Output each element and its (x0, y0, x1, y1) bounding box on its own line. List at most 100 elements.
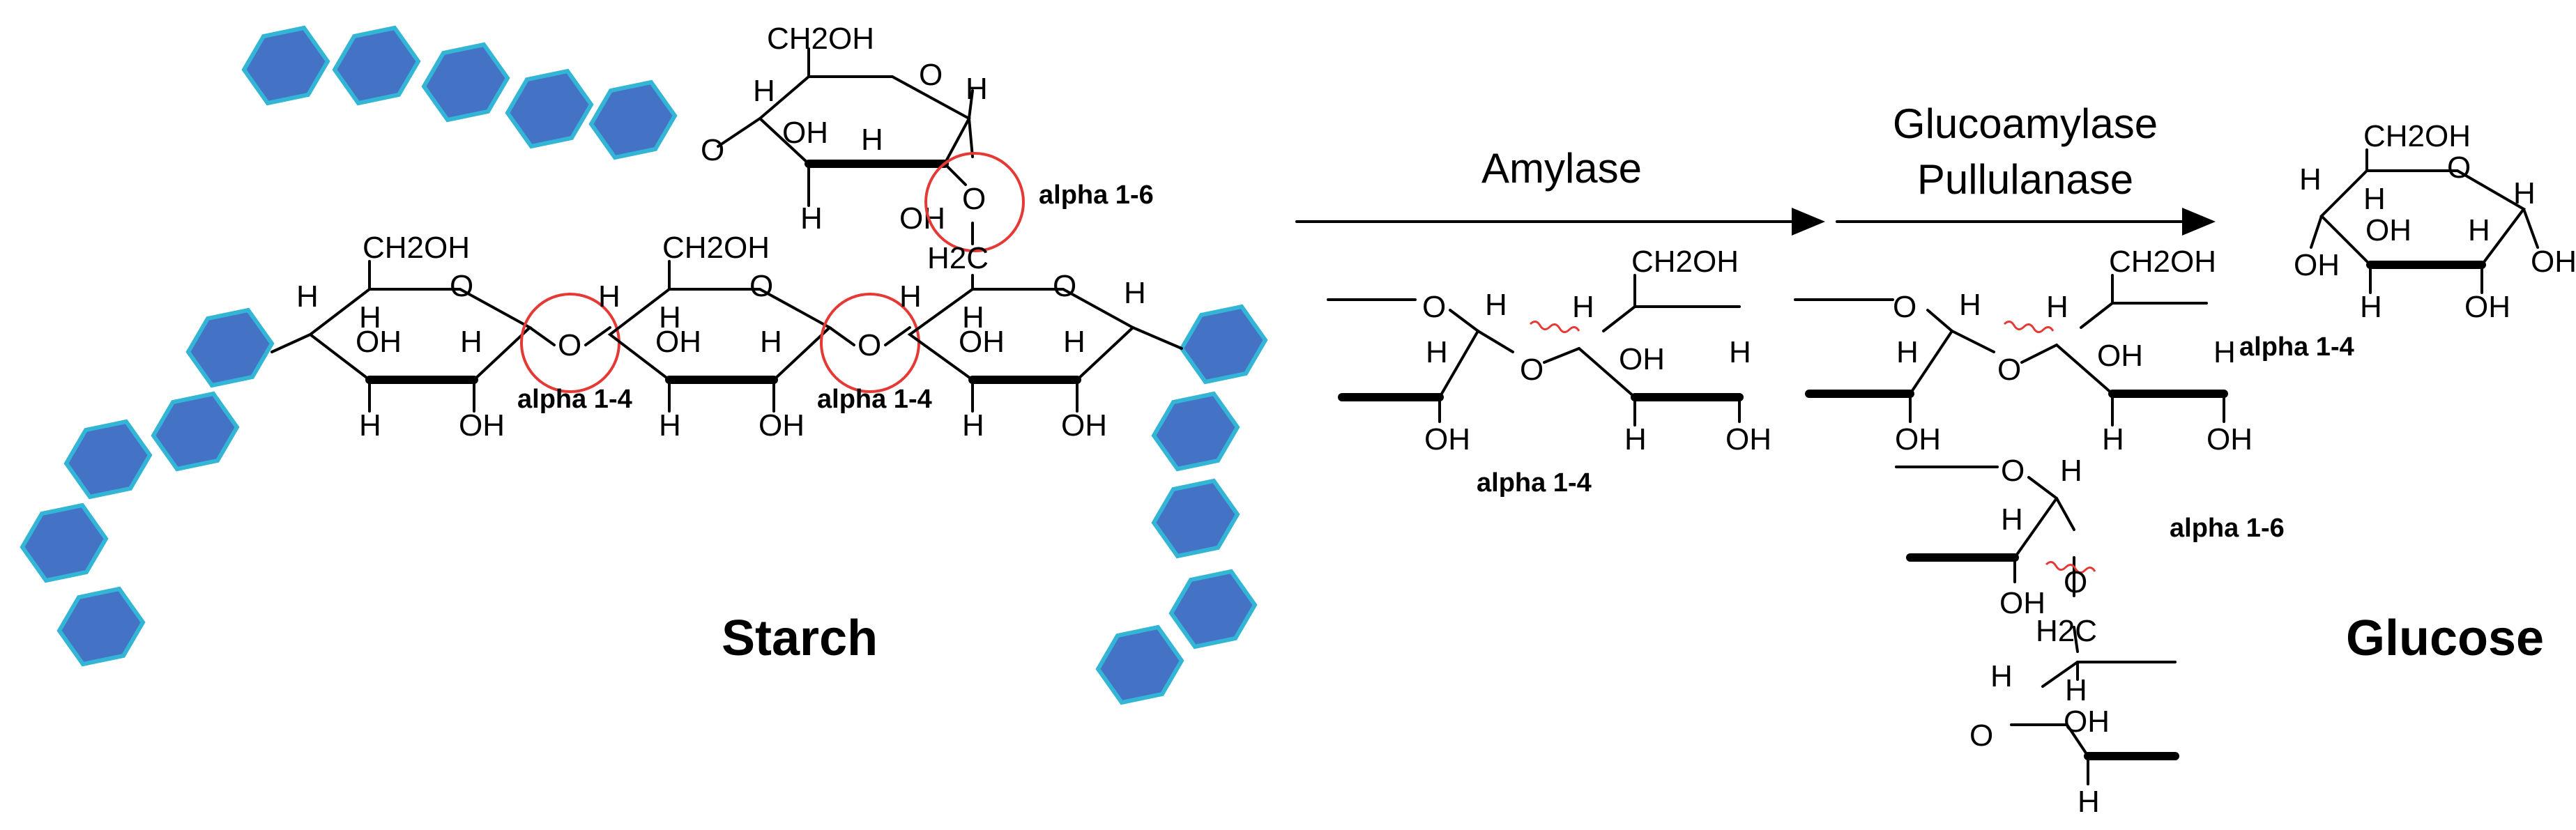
alpha-1-4-highlight-ring-2 (820, 293, 920, 393)
enzyme-label-pullulanase: Pullulanase (1917, 156, 2133, 203)
atom-h: H (2102, 422, 2124, 456)
atom-h: H (1572, 290, 1594, 324)
atom-o: O (919, 58, 943, 92)
atom-oh: OH (459, 408, 505, 443)
bond-label-alpha-1-4-second: alpha 1-4 (817, 385, 932, 414)
glucose-unit-hexagon (505, 68, 594, 149)
atom-h: H (861, 123, 883, 157)
atom-oh: OH (1725, 422, 1771, 456)
atom-h: H (966, 72, 988, 106)
atom-h: H (1485, 288, 1507, 322)
atom-o: O (2064, 565, 2087, 599)
atom-oh: OH (2064, 705, 2110, 739)
atom-oh: OH (1061, 408, 1107, 443)
glucose-unit-hexagon (332, 25, 421, 106)
atom-h: H (800, 201, 823, 236)
atom-h: H (962, 300, 984, 335)
atom-o: O (962, 182, 986, 216)
atom-h: H (1959, 288, 1981, 322)
atom-oh: OH (655, 325, 701, 359)
atom-h: H (1063, 325, 1085, 359)
glucose-unit-hexagon (1095, 624, 1184, 705)
enzyme-label-amylase: Amylase (1481, 145, 1642, 192)
atom-o: O (2447, 151, 2471, 185)
atom-h: H (460, 325, 482, 359)
atom-ch2oh: CH2OH (363, 231, 470, 265)
atom-o: O (1422, 290, 1446, 324)
atom-h: H (1426, 335, 1448, 369)
atom-o: O (1893, 290, 1916, 324)
glucose-unit-hexagon (63, 419, 153, 500)
starch-left-chain (20, 307, 275, 667)
atom-h: H (753, 74, 775, 108)
glucose-unit-hexagon (56, 586, 146, 667)
glucose-unit-hexagon (185, 307, 275, 388)
atom-ch2oh: CH2OH (1631, 245, 1739, 279)
atom-oh: OH (2531, 245, 2576, 279)
atom-o: O (858, 328, 881, 362)
atom-h: H (2213, 335, 2236, 369)
atom-h: H (2065, 673, 2087, 707)
starch-main-ring-1 (270, 260, 533, 413)
atom-h: H (1729, 335, 1751, 369)
bond-label-alpha-1-4-first: alpha 1-4 (517, 385, 632, 414)
atom-o: O (1520, 353, 1544, 387)
atom-ch2oh: CH2OH (2109, 245, 2216, 279)
starch-main-ring-3 (907, 274, 1183, 413)
atom-oh: OH (782, 116, 828, 150)
atom-o: O (2001, 454, 2025, 488)
atom-oh: OH (1999, 586, 2045, 620)
atom-h: H (2046, 290, 2068, 324)
atom-oh: OH (1895, 422, 1941, 456)
atom-h: H (1124, 276, 1146, 310)
glucose-unit-hexagon (241, 25, 330, 106)
atom-o: O (558, 328, 581, 362)
atom-ch2oh: CH2OH (767, 22, 874, 56)
atom-ch2oh: CH2OH (662, 231, 770, 265)
glucose-unit-hexagon (1151, 391, 1240, 472)
atom-h: H (2060, 454, 2082, 488)
atom-oh: OH (1424, 422, 1470, 456)
atom-oh: OH (2207, 422, 2253, 456)
atom-oh: OH (2365, 213, 2411, 247)
atom-oh: OH (2294, 248, 2340, 282)
glucose-unit-hexagon (1179, 304, 1268, 385)
atom-h: H (359, 300, 381, 335)
atom-h: H (760, 325, 782, 359)
glucose-unit-hexagon (1151, 478, 1240, 559)
atom-o: O (1969, 718, 1993, 753)
atom-o: O (701, 133, 724, 167)
atom-o: O (450, 269, 473, 303)
glucose-product-structure (2310, 148, 2539, 294)
atom-h: H (1624, 422, 1647, 456)
glucose-unit-hexagon (588, 79, 678, 160)
atom-h: H (2078, 785, 2100, 819)
atom-oh: OH (356, 325, 402, 359)
atom-oh: OH (2097, 339, 2143, 373)
atom-o: O (1053, 269, 1076, 303)
atom-oh: OH (2464, 290, 2510, 324)
atom-h: H (2001, 502, 2023, 537)
atom-h2c: H2C (2036, 614, 2097, 648)
glucose-label: Glucose (2346, 610, 2544, 666)
atom-o: O (1997, 353, 2021, 387)
starch-main-ring-2 (607, 260, 832, 413)
atom-h: H (2363, 182, 2386, 216)
atom-oh: OH (759, 408, 805, 443)
glucose-unit-hexagon (421, 42, 510, 123)
atom-h: H (2513, 176, 2536, 210)
atom-h2c: H2C (927, 241, 989, 275)
glucose-unit-hexagon (20, 502, 109, 583)
enzyme-label-glucoamylase: Glucoamylase (1893, 100, 2158, 147)
atom-h: H (1896, 335, 1919, 369)
atom-o: O (749, 269, 773, 303)
starch-right-chain (1095, 304, 1268, 705)
bond-label-alpha-1-4-amylase: alpha 1-4 (1477, 468, 1592, 498)
atom-h: H (2360, 290, 2382, 324)
starch-label: Starch (722, 610, 878, 666)
atom-oh: OH (1619, 342, 1665, 376)
atom-h: H (296, 279, 319, 314)
atom-oh: OH (899, 201, 945, 236)
atom-h: H (359, 408, 381, 443)
